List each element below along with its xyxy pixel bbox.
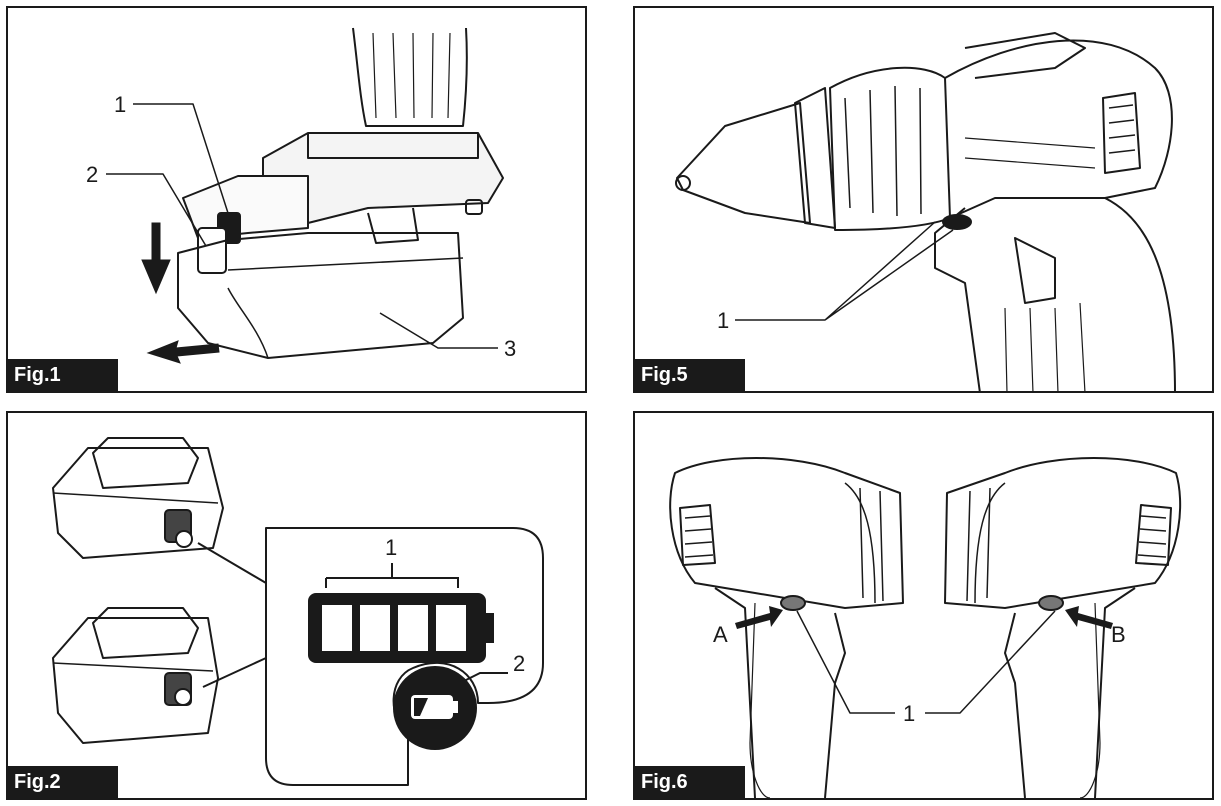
figure-panel-fig1: 1 2 3 Fig.1: [6, 6, 587, 393]
fig6-forward-reverse-drawing: [669, 457, 1182, 798]
fig1-callout-3: 3: [504, 336, 517, 361]
fig1-callout-1: 1: [114, 92, 127, 117]
fig1-battery-removal-drawing: [106, 27, 504, 364]
fig6-callout-A: A: [713, 622, 728, 647]
figure-panel-fig2: 1 2 Fig.2: [6, 411, 587, 800]
fig5-label: Fig.5: [635, 359, 745, 391]
fig2-label: Fig.2: [8, 766, 118, 798]
figure-panel-fig5: 1 Fig.5: [633, 6, 1214, 393]
figure-panel-fig6: A B 1 Fig.6: [633, 411, 1214, 800]
fig5-callout-1: 1: [717, 308, 730, 333]
fig2-callout-1: 1: [385, 535, 398, 560]
fig6-callout-1: 1: [903, 701, 916, 726]
fig6-callout-B: B: [1111, 622, 1126, 647]
fig2-callout-2: 2: [513, 651, 526, 676]
fig1-callout-2: 2: [86, 162, 99, 187]
fig5-rotation-switch-drawing: [675, 32, 1176, 391]
fig6-label: Fig.6: [635, 766, 745, 798]
fig1-label: Fig.1: [8, 359, 118, 391]
fig2-battery-indicator-drawing: [52, 437, 544, 786]
